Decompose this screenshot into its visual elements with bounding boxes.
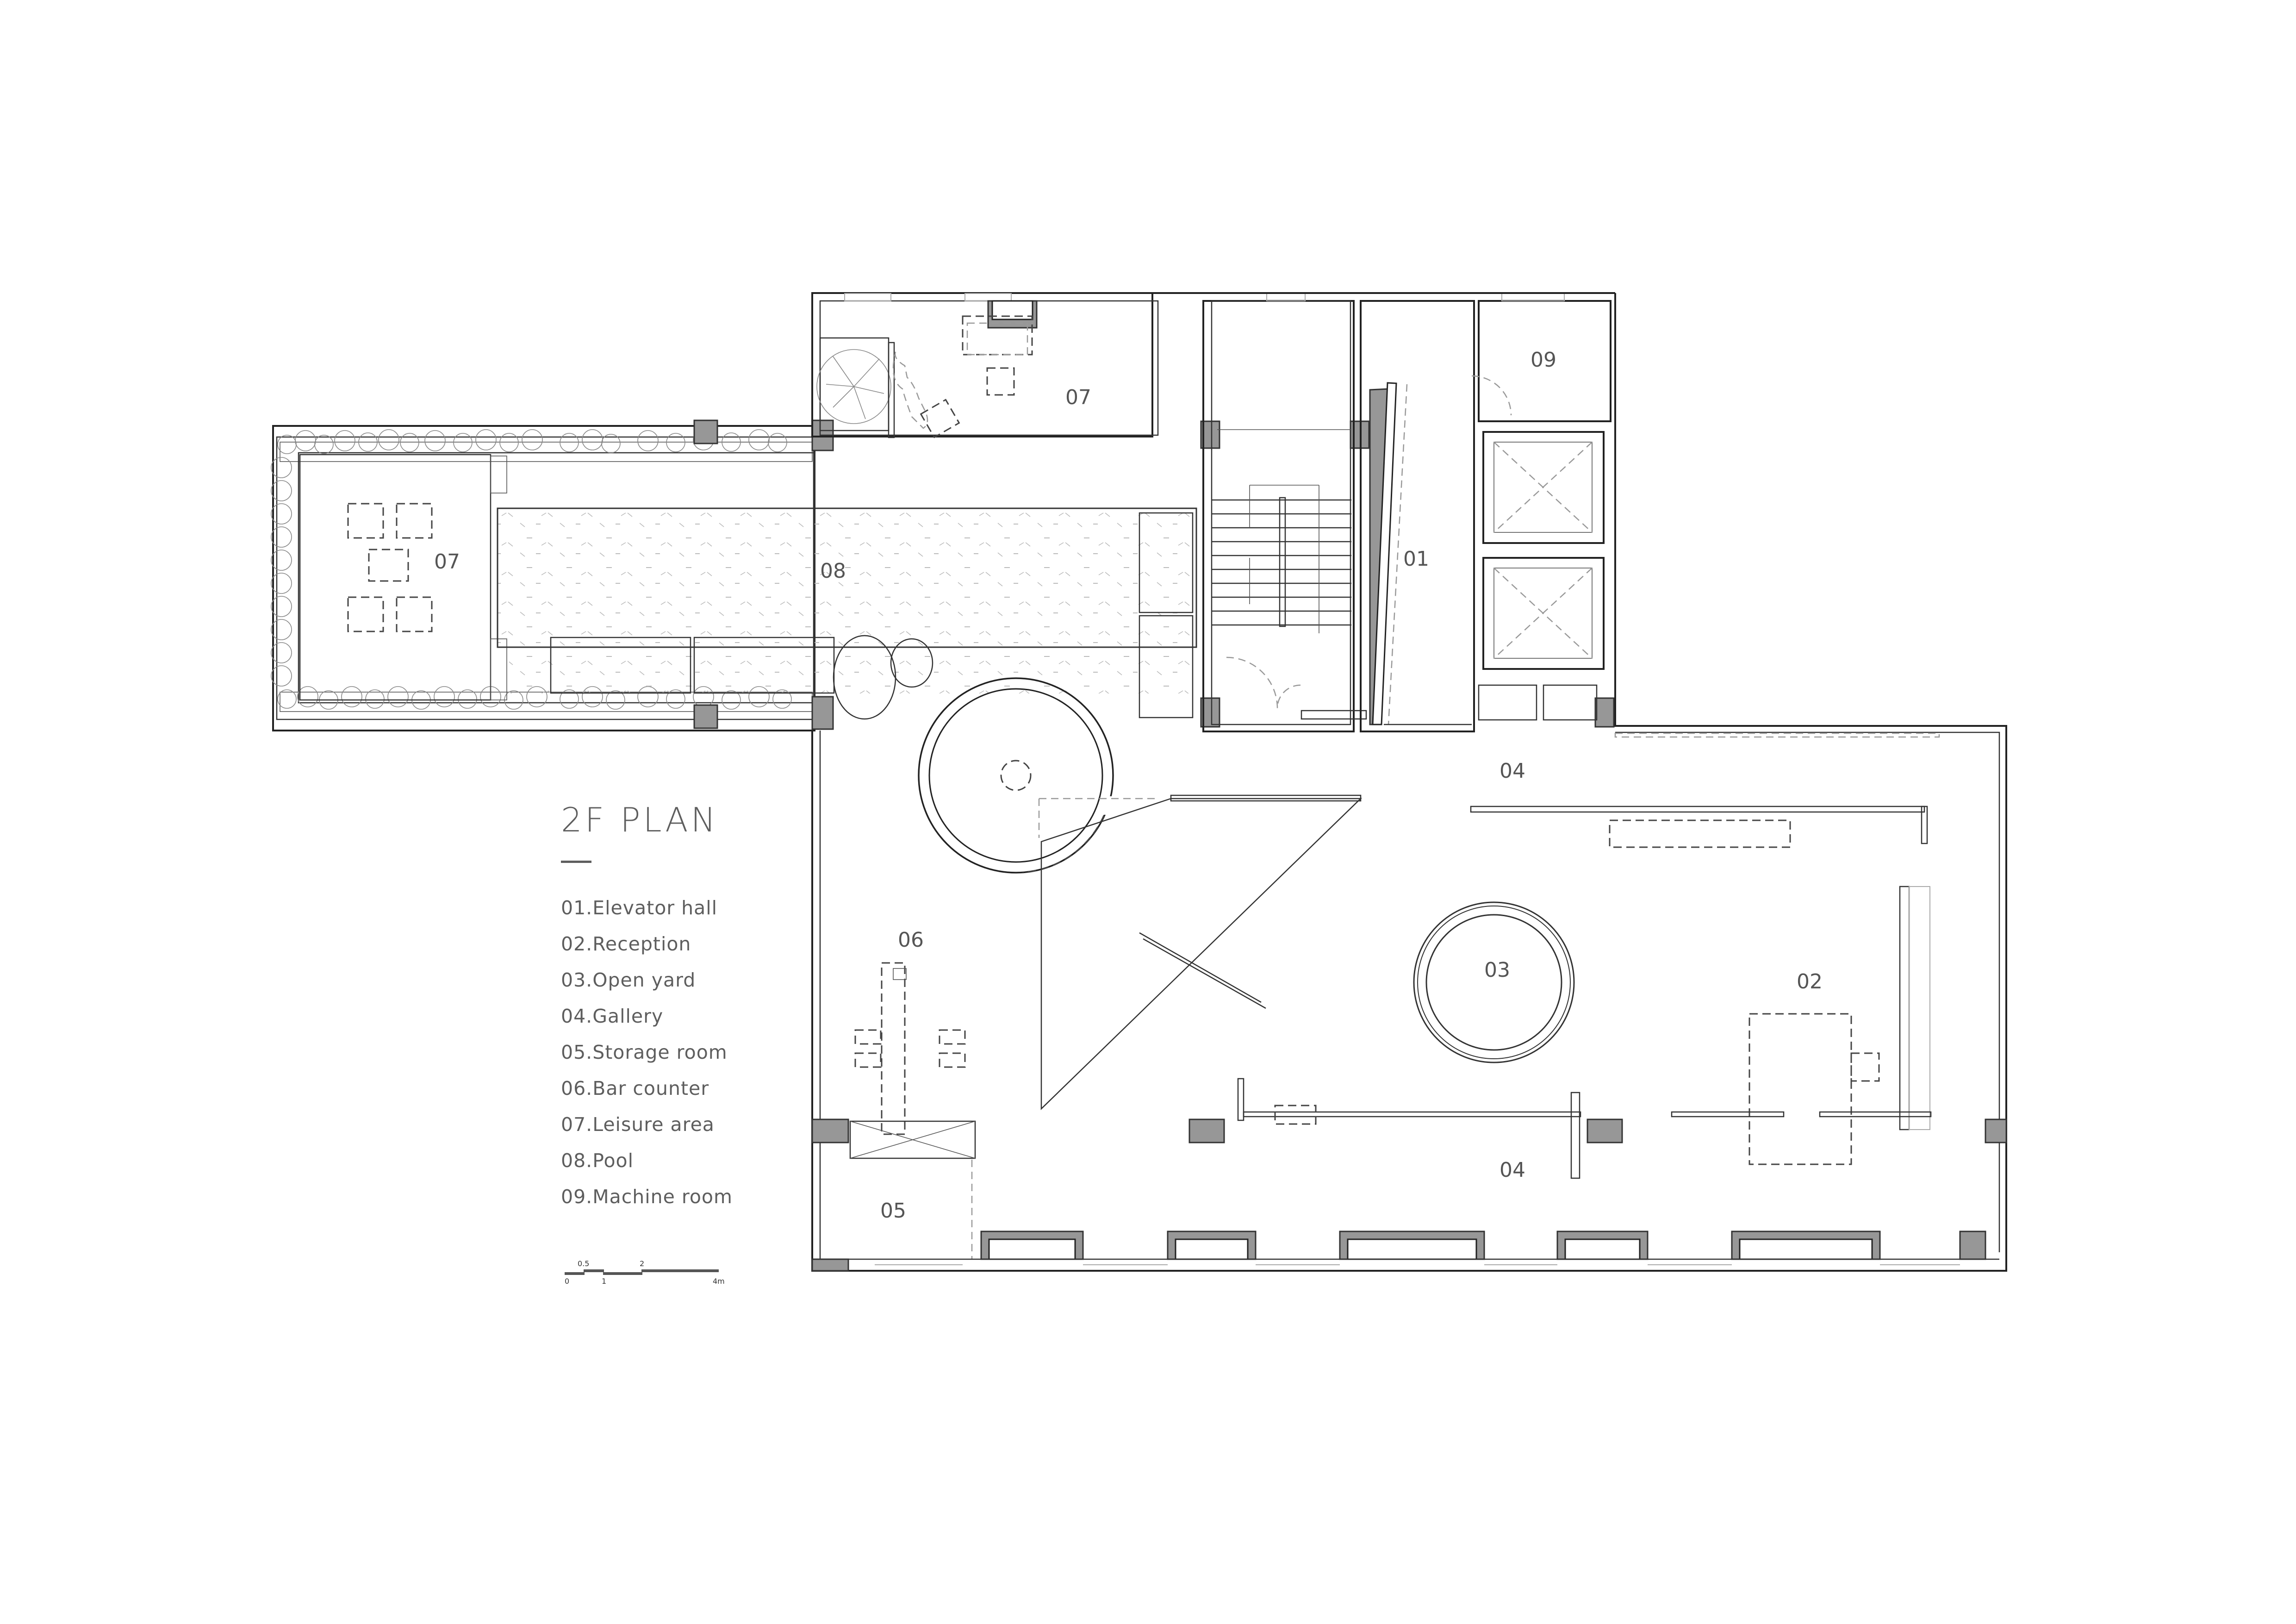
legend-item-open-yard: 03.Open yard [561, 969, 696, 991]
legend-item-storage-room: 05.Storage room [561, 1041, 728, 1063]
south-facade [811, 1230, 1999, 1272]
plan-title: 2F PLAN [561, 800, 719, 839]
scale-tick-2: 2 [640, 1259, 645, 1268]
scale-tick-0: 0 [565, 1277, 570, 1286]
north-block [811, 292, 1616, 732]
legend: 2F PLAN 01.Elevator hall 02.Reception 03… [561, 803, 733, 1215]
label-elevator-hall: 01 [1403, 547, 1429, 571]
label-gallery-north: 04 [1500, 759, 1525, 783]
legend-item-elevator-hall: 01.Elevator hall [561, 897, 718, 919]
legend-item-bar-counter: 06.Bar counter [561, 1077, 709, 1099]
legend-item-pool: 08.Pool [561, 1149, 634, 1172]
title-underline [561, 861, 591, 863]
scale-bar-graphic [565, 1269, 719, 1275]
tree-icon [816, 349, 891, 424]
planter-shrubs [271, 429, 792, 710]
label-pool: 08 [820, 559, 846, 583]
legend-item-leisure-area: 07.Leisure area [561, 1113, 715, 1136]
scale-bar: 0 0.5 1 2 4m [565, 1258, 740, 1291]
label-gallery-south: 04 [1500, 1158, 1525, 1182]
label-storage-room: 05 [880, 1199, 906, 1223]
legend-item-reception: 02.Reception [561, 933, 691, 955]
label-machine-room: 09 [1531, 348, 1556, 372]
label-leisure-area-north: 07 [1065, 386, 1091, 409]
stair-treads [1212, 485, 1351, 633]
label-bar-counter: 06 [898, 928, 924, 952]
scale-tick-0-5: 0.5 [578, 1259, 590, 1268]
legend-item-machine-room: 09.Machine room [561, 1186, 733, 1208]
west-wing [271, 419, 1197, 731]
scale-tick-1: 1 [602, 1277, 607, 1286]
gallery-block [811, 677, 2007, 1272]
label-leisure-area-west: 07 [434, 550, 460, 574]
room-labels: 01 02 03 04 04 05 06 07 07 08 09 [434, 348, 1823, 1223]
scale-tick-4m: 4m [713, 1277, 725, 1286]
legend-item-gallery: 04.Gallery [561, 1005, 664, 1027]
label-reception: 02 [1797, 970, 1823, 993]
label-open-yard: 03 [1484, 958, 1510, 982]
